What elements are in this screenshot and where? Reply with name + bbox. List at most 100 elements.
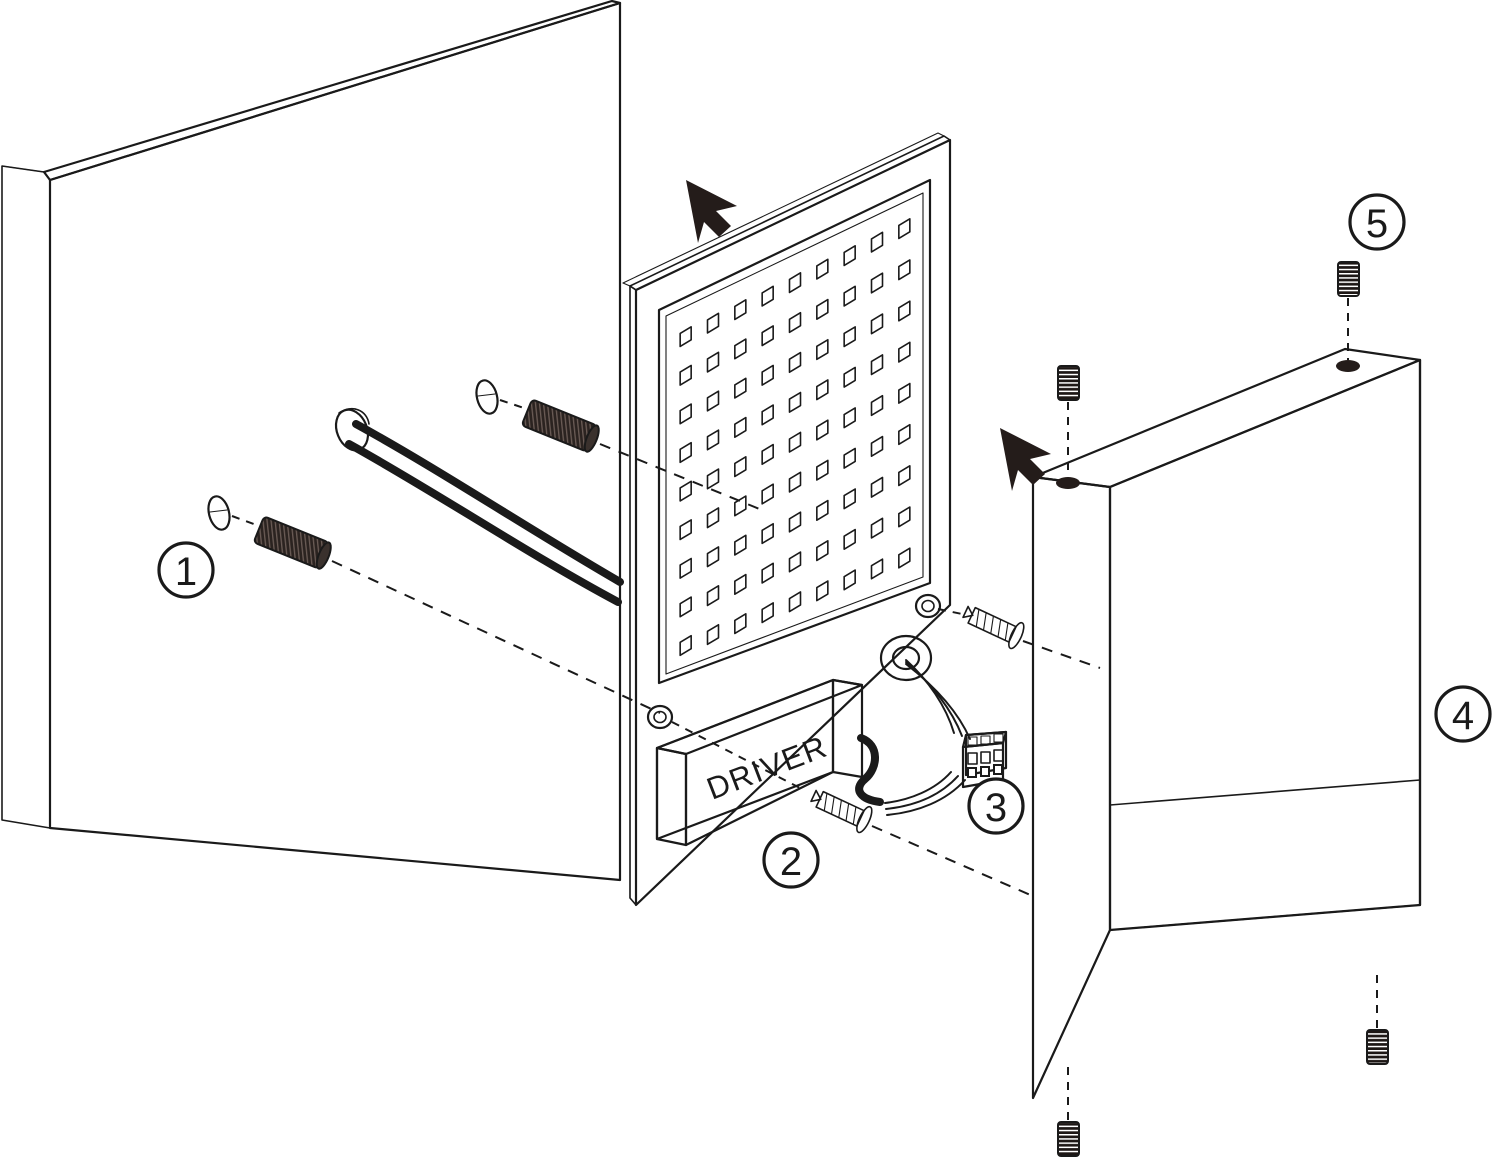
led-chip <box>706 468 720 490</box>
backplate-cable-grommet <box>879 634 933 682</box>
screw-leader-upper-a <box>937 608 963 615</box>
grub-screw-bottom-right <box>1366 968 1389 1065</box>
backplate-screw-hole-right <box>914 593 942 619</box>
callout-circle-2 <box>762 831 820 889</box>
screw-head-upper <box>1008 621 1025 650</box>
led-chip <box>898 218 911 240</box>
drill-hole-marker-upper <box>475 379 499 415</box>
led-chip <box>734 299 747 321</box>
wall-side-face <box>1 165 51 829</box>
led-chip <box>870 558 884 580</box>
led-chip <box>734 573 747 595</box>
connector-cage-1 <box>967 736 978 746</box>
driver-wire-loop <box>855 734 884 806</box>
led-chip <box>706 312 720 334</box>
led-chip <box>679 634 692 657</box>
grommet-outer <box>879 634 933 682</box>
callout-label-4: 4 <box>1452 694 1474 738</box>
arrow-glyph-housing <box>1000 428 1051 491</box>
led-chip <box>898 465 911 487</box>
led-chip <box>816 499 829 521</box>
grub-screw-bottom-left <box>1057 1066 1080 1157</box>
led-chip-grid <box>679 218 911 657</box>
grommet-inner <box>891 645 921 671</box>
connector-pin-1 <box>967 752 978 765</box>
anchor-leader-b-lower <box>331 560 661 714</box>
mounting-wall <box>1 0 622 882</box>
led-chip <box>706 507 720 529</box>
led-chip <box>679 364 692 386</box>
wall-top-left-edge <box>1 165 45 173</box>
led-chip <box>870 272 884 294</box>
led-chip <box>734 456 747 478</box>
callout-circle-5 <box>1348 193 1406 251</box>
led-chip <box>679 403 692 425</box>
housing-left-side-face <box>1031 475 1112 1100</box>
led-chip <box>761 602 774 624</box>
screw-lower-body <box>810 789 873 834</box>
screw-leader-upper-b <box>1022 640 1101 669</box>
screw-leader-lower-a <box>671 721 801 789</box>
led-chip <box>788 511 802 533</box>
cable-conductor-upper <box>352 420 624 586</box>
callout-circle-3 <box>967 777 1025 835</box>
led-chip <box>679 480 692 502</box>
led-chip <box>788 551 802 573</box>
led-chip <box>843 447 856 469</box>
harness-return-3 <box>886 779 966 816</box>
backplate-screw-hole-left <box>646 704 674 730</box>
wall-anchor-upper <box>475 379 763 511</box>
connector-mouth-2 <box>980 766 990 777</box>
anchor-end-cap-lower <box>315 541 332 570</box>
led-chip <box>816 419 829 441</box>
led-chip <box>761 404 774 426</box>
screw-threads-upper <box>975 608 1009 641</box>
screw-hole-outer-right <box>914 593 942 619</box>
connector-wire-harness <box>884 659 971 816</box>
led-chip <box>816 379 829 401</box>
led-chip <box>679 519 692 541</box>
connector-pin-2 <box>980 751 991 764</box>
led-chip <box>706 546 720 568</box>
screw-hole-inner-left <box>653 710 667 724</box>
housing-top-face <box>1031 347 1422 489</box>
callout-circle-1 <box>157 541 215 599</box>
screw-tip-lower <box>810 789 822 803</box>
led-chip <box>761 443 774 466</box>
led-field-inner-border <box>665 192 924 675</box>
led-chip <box>788 431 802 453</box>
led-chip <box>734 495 747 517</box>
anchor-body-upper <box>521 399 600 453</box>
backplate-top-bevel <box>629 135 951 291</box>
led-chip <box>788 351 802 374</box>
led-chip <box>706 429 720 451</box>
led-chip <box>898 259 911 281</box>
led-chip <box>761 522 774 545</box>
connector-pin-3 <box>993 749 1004 762</box>
led-chip <box>816 298 829 320</box>
led-chip <box>734 377 747 399</box>
screw-upper-body <box>962 605 1025 650</box>
led-chip <box>761 483 774 505</box>
wall-front-face <box>48 1 622 882</box>
housing-grub-hole-left <box>1056 477 1080 489</box>
led-chip <box>898 382 911 404</box>
led-chip <box>761 562 774 584</box>
led-chip <box>761 364 774 386</box>
led-chip <box>843 407 856 429</box>
led-chip <box>788 272 802 294</box>
callout-label-5: 5 <box>1366 202 1388 246</box>
callout-label-3: 3 <box>985 786 1007 830</box>
led-chip <box>706 390 720 412</box>
led-chip <box>816 258 829 280</box>
led-chip <box>734 613 747 635</box>
led-chip <box>898 341 911 363</box>
led-chip <box>843 569 856 591</box>
led-chip <box>843 488 856 510</box>
screw-hole-inner-right <box>921 599 935 613</box>
arrow-glyph-backplate <box>686 180 737 243</box>
drill-hole-center-upper <box>477 393 496 397</box>
led-chip <box>706 623 720 646</box>
led-chip <box>870 354 884 376</box>
